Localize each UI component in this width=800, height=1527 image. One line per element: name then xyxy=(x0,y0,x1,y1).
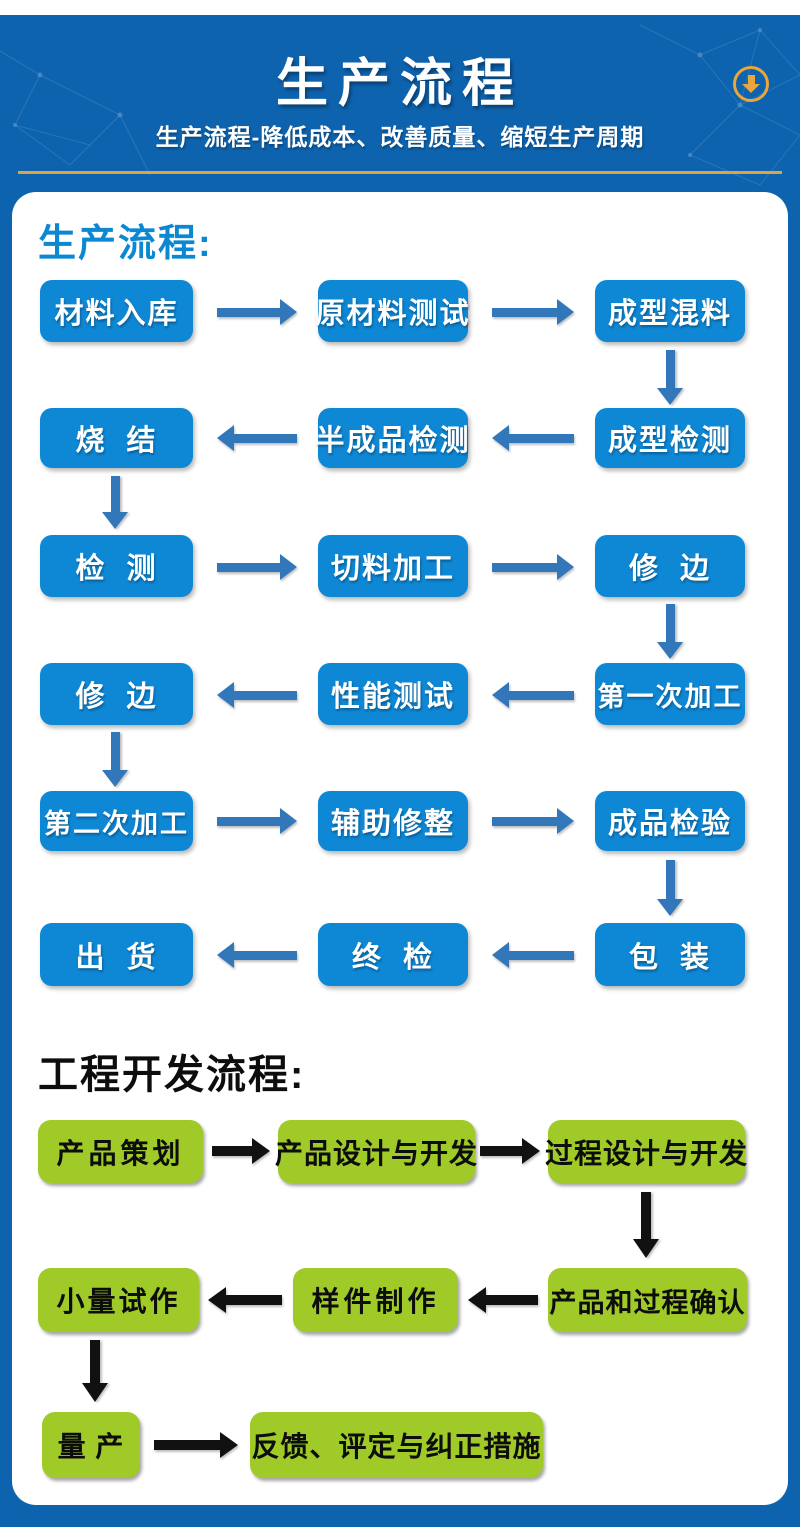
page-header: 生产流程 生产流程-降低成本、改善质量、缩短生产周期 xyxy=(0,15,800,192)
flow-step-box: 材料入库 xyxy=(40,280,193,342)
flow-step-box: 成型检测 xyxy=(595,408,745,468)
arrow-left-icon xyxy=(217,682,297,708)
arrow-left-icon xyxy=(468,1287,538,1313)
gold-divider xyxy=(18,171,782,174)
flow-step-box: 第二次加工 xyxy=(40,791,193,851)
flow-step-box: 出 货 xyxy=(40,923,193,986)
flow-step-box: 烧 结 xyxy=(40,408,193,468)
arrow-left-icon xyxy=(492,425,574,451)
arrow-left-icon xyxy=(217,425,297,451)
page-subtitle: 生产流程-降低成本、改善质量、缩短生产周期 xyxy=(155,124,645,150)
flow-step-box: 辅助修整 xyxy=(318,791,468,851)
arrow-right-icon xyxy=(154,1432,238,1458)
flow-step-box: 小量试作 xyxy=(38,1268,199,1332)
flow-step-box: 反馈、评定与纠正措施 xyxy=(250,1412,543,1478)
flow-step-box: 成型混料 xyxy=(595,280,745,342)
arrow-right-icon xyxy=(492,554,574,580)
flow-step-box: 修 边 xyxy=(40,663,193,725)
flow-step-box: 量 产 xyxy=(42,1412,140,1478)
arrow-right-icon xyxy=(217,299,297,325)
arrow-down-icon xyxy=(656,860,684,916)
arrow-left-icon xyxy=(492,682,574,708)
arrow-left-icon xyxy=(217,942,297,968)
flow-step-box: 性能测试 xyxy=(318,663,468,725)
flow-step-box: 包 装 xyxy=(595,923,745,986)
flow-step-box: 过程设计与开发 xyxy=(545,1120,747,1183)
flow-step-box: 切料加工 xyxy=(318,535,468,597)
arrow-down-icon xyxy=(101,476,129,529)
arrow-down-icon xyxy=(656,350,684,405)
flow-step-box: 成品检验 xyxy=(595,791,745,851)
flow-step-box: 产品策划 xyxy=(38,1120,203,1183)
engineering-flow-heading: 工程开发流程: xyxy=(38,1053,306,1097)
arrow-right-icon xyxy=(212,1138,270,1164)
flow-step-box: 第一次加工 xyxy=(595,663,745,725)
page-title: 生产流程 xyxy=(275,55,524,113)
arrow-down-icon xyxy=(101,732,129,787)
arrow-left-icon xyxy=(492,942,574,968)
content-panel: 生产流程: 材料入库 原材料测试 成型混料 烧 结 半成品检测 成型检测 检 测… xyxy=(12,192,788,1505)
arrow-right-icon xyxy=(480,1138,540,1164)
down-arrow-icon xyxy=(742,75,760,93)
flow-step-box: 终 检 xyxy=(318,923,468,986)
flow-step-box: 产品设计与开发 xyxy=(275,1120,477,1183)
arrow-down-icon xyxy=(632,1192,660,1258)
flow-step-box: 修 边 xyxy=(595,535,745,597)
top-white-strip xyxy=(0,0,800,15)
arrow-right-icon xyxy=(217,554,297,580)
arrow-down-icon xyxy=(81,1340,109,1402)
flow-step-box: 检 测 xyxy=(40,535,193,597)
flow-step-box: 半成品检测 xyxy=(316,408,469,468)
flow-step-box: 样件制作 xyxy=(293,1268,458,1332)
production-flow-heading: 生产流程: xyxy=(38,223,213,265)
arrow-left-icon xyxy=(208,1287,282,1313)
flow-step-box: 产品和过程确认 xyxy=(548,1268,747,1332)
download-circle-icon[interactable] xyxy=(733,66,769,102)
arrow-down-icon xyxy=(656,604,684,659)
arrow-right-icon xyxy=(492,808,574,834)
flow-step-box: 原材料测试 xyxy=(316,280,469,342)
arrow-right-icon xyxy=(492,299,574,325)
arrow-right-icon xyxy=(217,808,297,834)
